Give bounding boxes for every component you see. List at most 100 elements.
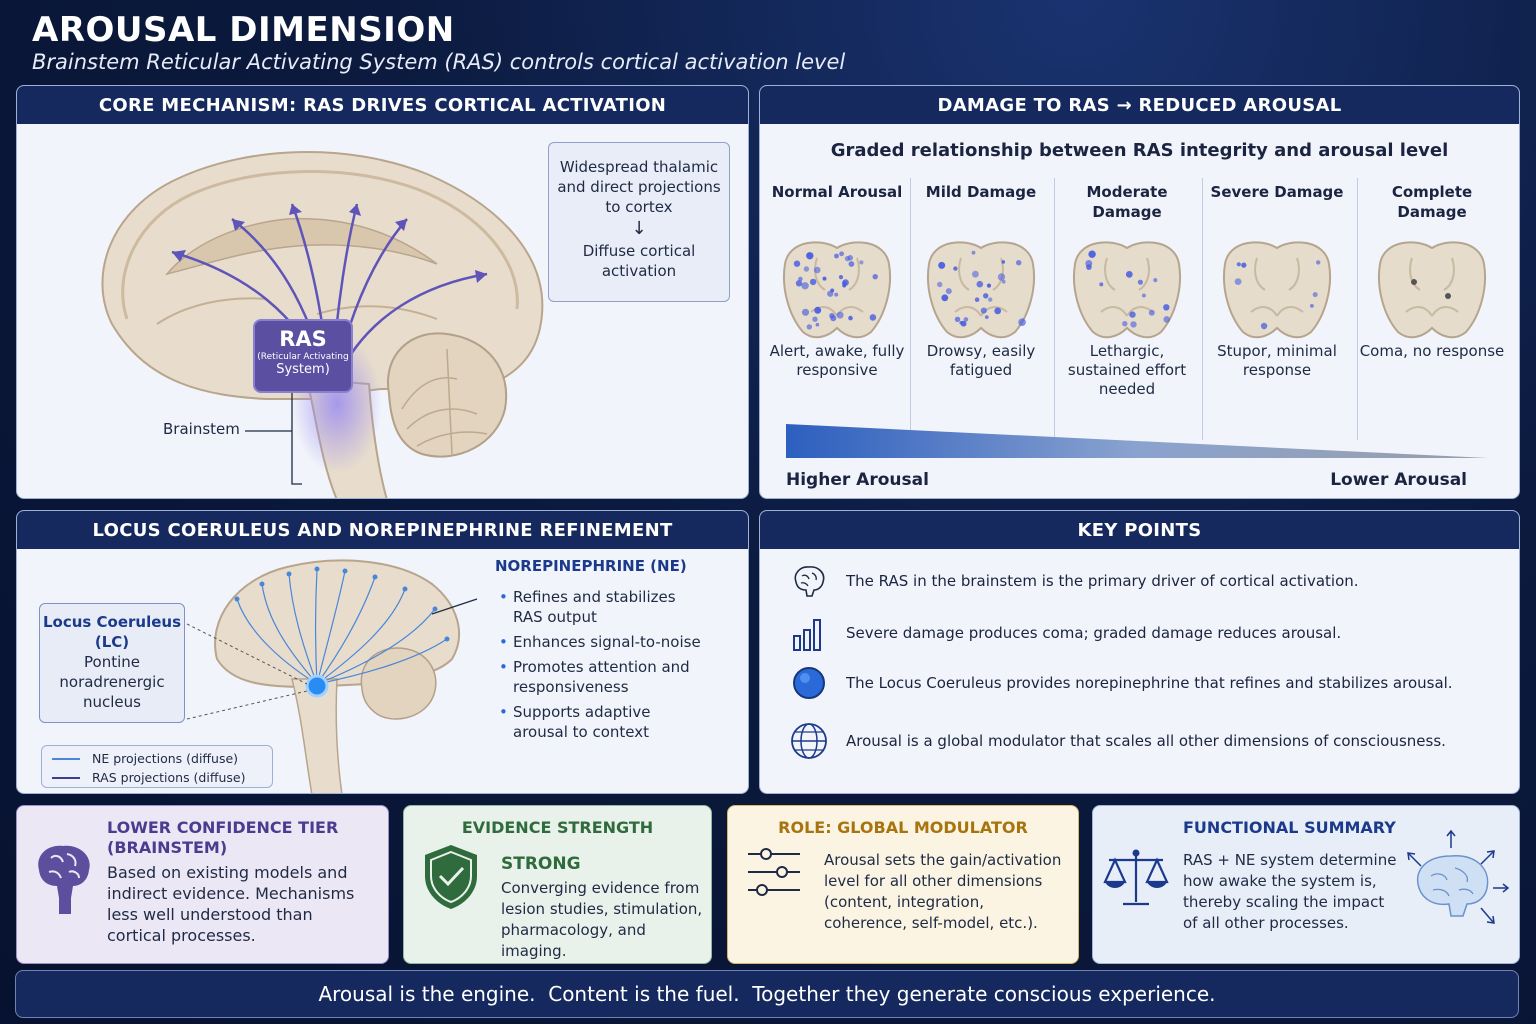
stage-description: Coma, no response [1359,342,1505,360]
activity-dot [838,275,844,280]
activity-dot [941,294,949,302]
activity-dot [959,320,964,325]
activity-dot [1236,262,1241,267]
graded-relationship-title: Graded relationship between RAS integrit… [830,140,1449,161]
brain-icon [794,566,825,597]
ne-point: Supports adaptive arousal to context [499,702,709,742]
brainstem-label: Brainstem [163,420,240,438]
brainstem-cross-section [927,241,1035,339]
stage-description: Lethargic, sustained effort needed [1067,342,1187,398]
stage-description: Stupor, minimal response [1217,342,1337,379]
arousal-gradient-wedge [786,424,1488,458]
down-arrow-icon: ↓ [631,218,647,239]
lc-abbrev: (LC) [94,633,130,651]
stage-description: Drowsy, easily fatigued [926,342,1036,379]
activity-dot [997,273,1006,281]
activity-dot [1086,264,1092,270]
sliders-icon [748,848,800,896]
evidence-card: EVIDENCE STRENGTH STRONG Converging evid… [403,805,712,964]
higher-arousal-label: Higher Arousal [786,470,929,490]
inactive-dot [1445,293,1451,299]
activity-dot [1148,309,1155,316]
projection-legend: NE projections (diffuse) RAS projections… [41,745,273,788]
activity-dot [1234,278,1242,285]
ne-point: Refines and stabilizes RAS output [499,587,709,627]
brainstem-cross-section [1378,241,1486,339]
ras-label-box: RAS (Reticular Activating System) [253,319,353,393]
core-mechanism-heading: CORE MECHANISM: RAS DRIVES CORTICAL ACTI… [17,86,748,124]
evidence-title: EVIDENCE STRENGTH [461,818,654,837]
activity-dot [830,315,837,322]
activity-dot [812,316,818,322]
activity-dot [988,297,993,302]
brainstem-cross-section [783,241,891,339]
activity-dot [1312,292,1318,298]
activity-dot [869,314,877,321]
ne-point: Promotes attention and responsiveness [499,657,709,697]
key-point-row: Arousal is a global modulator that scale… [760,721,1519,761]
activity-dot [1001,279,1006,284]
core-mechanism-panel: CORE MECHANISM: RAS DRIVES CORTICAL ACTI… [16,85,749,499]
inactive-dot [1411,279,1417,285]
activity-dot [834,292,839,297]
activity-dot [1129,311,1136,318]
summary-text: RAS + NE system determine how awake the … [1183,851,1397,932]
activity-dot [809,278,817,286]
damage-panel: DAMAGE TO RAS → REDUCED AROUSAL Graded r… [759,85,1520,499]
activity-dot [839,251,844,257]
globe-icon [791,723,827,759]
summary-card: FUNCTIONAL SUMMARY RAS + NE system deter… [1092,805,1520,964]
activity-dot [1241,262,1247,268]
callout-top-text: Widespread thalamic and direct projectio… [557,158,721,216]
page-title: AROUSAL DIMENSION [32,10,455,50]
activity-dot [1016,260,1022,266]
stage-title: Complete Damage [1391,183,1473,221]
footer-banner: Arousal is the engine. Content is the fu… [15,970,1519,1018]
activity-dot [836,311,844,319]
legend-ras-label: RAS projections (diffuse) [92,770,246,785]
lower-arousal-label: Lower Arousal [1330,470,1467,490]
stage-title: Severe Damage [1210,183,1344,201]
key-point-row: Severe damage produces coma; graded dama… [760,613,1519,653]
activity-dot [974,297,980,302]
activity-dot [813,266,821,274]
role-title: ROLE: GLOBAL MODULATOR [778,818,1028,837]
locus-heading: LOCUS COERULEUS AND NOREPINEPHRINE REFIN… [17,511,748,549]
activity-dot [976,280,984,288]
activity-dot [937,281,943,288]
activity-dot [859,260,864,265]
brainstem-cross-section [1223,241,1331,339]
locus-coeruleus-panel: LOCUS COERULEUS AND NOREPINEPHRINE REFIN… [16,510,749,794]
activity-dot [972,270,979,278]
confidence-card: LOWER CONFIDENCE TIER (BRAINSTEM) Based … [16,805,389,964]
brain-sagittal-illustration [101,151,544,498]
activity-dot [1018,318,1026,326]
ne-projection-brain-illustration [186,559,478,793]
activity-dot [803,266,810,272]
stage-title: Moderate Damage [1086,183,1168,221]
brain-arrows-icon [1407,829,1510,924]
key-point-text: The RAS in the brainstem is the primary … [846,572,1359,590]
ne-point: Enhances signal-to-noise [499,632,709,652]
activity-dot [994,307,1002,315]
callout-bottom-text: Diffuse cortical activation [582,242,696,280]
activity-dot [945,288,952,295]
role-text: Arousal sets the gain/activation level f… [824,851,1062,932]
activity-dot [842,283,847,288]
evidence-text: Converging evidence from lesion studies,… [501,879,703,960]
activity-dot [1260,322,1268,330]
key-point-row: The Locus Coeruleus provides norepinephr… [760,663,1519,703]
ne-title: NOREPINEPHRINE (NE) [495,557,687,575]
damage-heading: DAMAGE TO RAS → REDUCED AROUSAL [760,86,1519,124]
confidence-title: LOWER CONFIDENCE TIER (BRAINSTEM) [107,818,339,857]
key-point-text: Arousal is a global modulator that scale… [846,732,1446,750]
activity-dot [798,276,803,282]
blue-dot-icon [793,667,825,699]
activity-dot [953,266,958,271]
brainstem-cross-section [1073,241,1181,339]
activity-dot [1122,321,1128,327]
stage-title: Normal Arousal [771,183,903,201]
